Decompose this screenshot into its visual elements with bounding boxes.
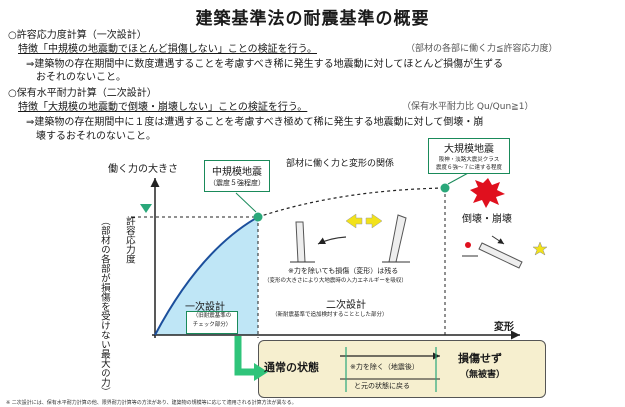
return-arrow: [317, 236, 347, 245]
section1-detail-line2: おそれのないこと。: [36, 72, 126, 83]
allowable-stress-label: 許容応力度: [123, 216, 135, 264]
plastic-curve: [257, 187, 446, 218]
medium-quake-callout: 中規模地震 （震度５強程度）: [204, 160, 270, 192]
section2-detail-line2: 壊するおそれのないこと。: [36, 131, 156, 142]
medium-quake-point: [253, 212, 263, 222]
section2-heading: ○保有水平耐力計算（二次設計）: [8, 88, 157, 99]
collapsed-building-sketch: [462, 242, 523, 269]
damage-note-sub: （変形の大きさにより大地震時の入力エネルギーを吸収）: [264, 278, 407, 284]
section1-purpose: 特徴「中規模の地震動でほとんど損傷しない」ことの検証を行う。: [18, 44, 317, 55]
large-quake-callout: 大規模地震 阪神・淡路大震災クラス 震度６強～７に達する程度: [428, 138, 510, 174]
no-damage-label: 損傷せず: [458, 352, 502, 365]
primary-design-note: （旧耐震基準の チェック部分）: [186, 311, 238, 334]
no-damage-sublabel: （無被害）: [460, 370, 506, 380]
primary-design-sub1: （旧耐震基準の: [192, 313, 232, 319]
allowable-marker: [140, 204, 152, 213]
section1-detail-line1: ⇒建築物の存在期間中に数度遭遇することを考慮すべき稀に発生する地震動に対してほと…: [26, 59, 504, 70]
restore-line-2: と元の状態に戻る: [354, 382, 410, 390]
seismic-arrow-left: [345, 213, 363, 229]
large-quake-label: 大規模地震: [444, 144, 494, 155]
large-quake-point: [440, 183, 450, 193]
section1-heading: ○許容応力度計算（一次設計）: [8, 30, 147, 41]
deformed-building-sketch-2: [382, 214, 410, 263]
restore-line-1: ※力を除く（地震後）: [350, 363, 419, 371]
primary-design-label: 一次設計: [185, 302, 225, 313]
normal-state-label: 通常の状態: [264, 361, 319, 374]
medium-quake-sublabel: （震度５強程度）: [209, 179, 265, 187]
callout-arrow: [234, 336, 256, 376]
section2-note: （保有水平耐力比 Qu/Qun≧1）: [402, 102, 534, 112]
seismic-arrow-right: [365, 213, 383, 229]
damage-note: ※力を除いても損傷（変形）は残る: [288, 267, 399, 275]
curve-caption: 部材に働く力と変形の関係: [286, 159, 395, 169]
allowable-stress-sublabel: （部材の各部が損傷を受けない最大の力）: [98, 216, 110, 397]
footnote: ※ 二次設計には、保有水平耐力計算の他、限界耐力計算等の方法があり、建築物の規模…: [6, 400, 297, 406]
elastic-curve: [154, 216, 259, 336]
x-axis-label: 変形: [494, 322, 514, 333]
deformed-building-sketch-1: [290, 221, 315, 263]
medium-quake-label: 中規模地震: [212, 167, 262, 178]
secondary-design-label: 二次設計: [326, 300, 366, 311]
large-quake-sublabel-2: 震度６強～７に達する程度: [435, 165, 502, 171]
impact-star: [532, 241, 548, 256]
large-quake-sublabel-1: 阪神・淡路大震災クラス: [438, 157, 500, 163]
large-quake-burst: [470, 178, 505, 208]
secondary-design-sub: （新耐震基準で追加検討することとした部分）: [272, 312, 388, 318]
y-axis-label: 働く力の大きさ: [108, 164, 178, 175]
section2-purpose: 特徴「大規模の地震動で倒壊・崩壊しない」ことの検証を行う。: [18, 102, 308, 113]
section2-detail-line1: ⇒建築物の存在期間中に１度は遭遇することを考慮すべき極めて稀に発生する地震動に対…: [26, 117, 484, 128]
page-title: 建築基準法の耐震基準の概要: [195, 9, 430, 29]
collapse-label: 倒壊・崩壊: [462, 214, 512, 225]
section1-note: （部材の各部に働く力≦許容応力度）: [406, 44, 558, 54]
primary-design-region: [155, 217, 258, 335]
primary-design-sub2: チェック部分）: [192, 322, 232, 328]
